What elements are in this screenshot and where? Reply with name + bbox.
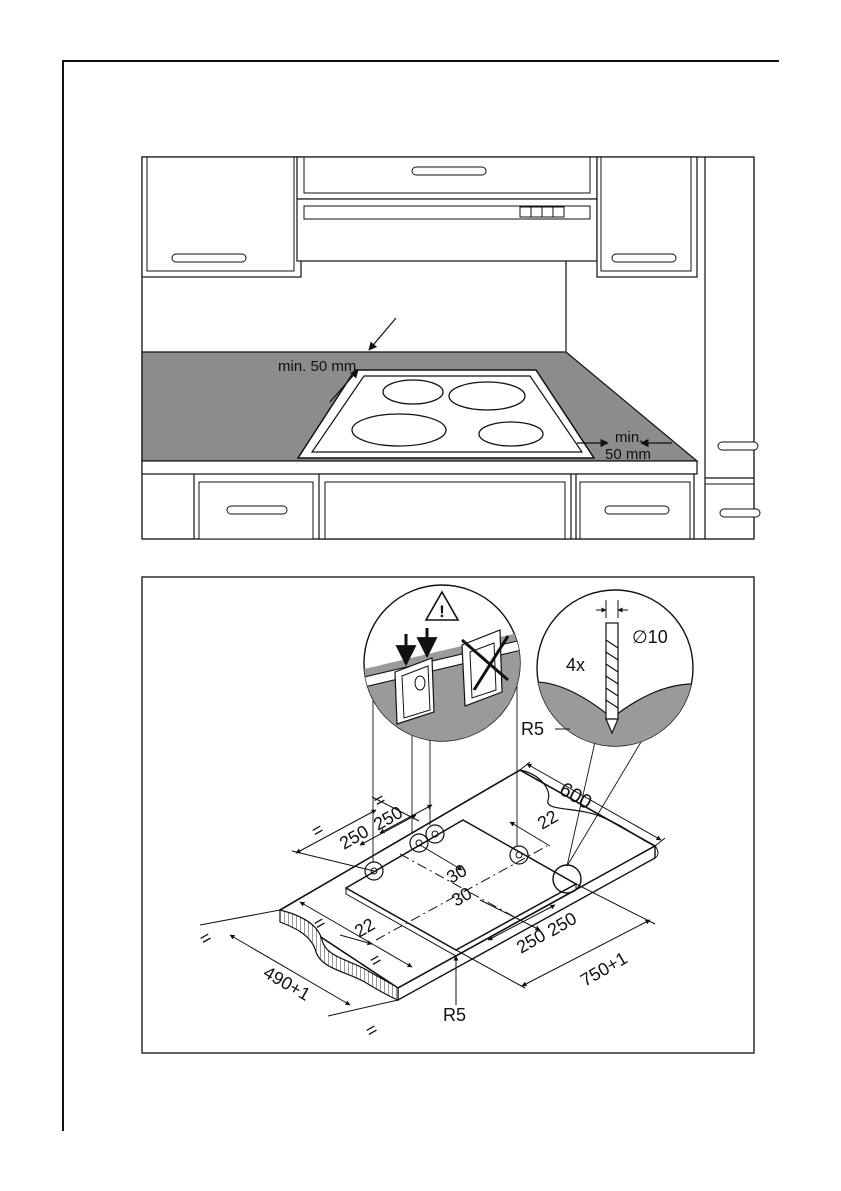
min-side-label-line2: 50 mm <box>605 446 651 463</box>
min-side-label-line1: min. <box>615 429 643 446</box>
min-depth-label: min. 50 mm <box>278 358 356 375</box>
cutout-figure: ! 4x ∅10 R5 R5 600 22 22 3 <box>142 577 754 1053</box>
count-label: 4x <box>566 655 585 675</box>
cooking-zone <box>383 380 443 404</box>
upper-right-cabinet <box>597 157 697 277</box>
radius-label-top: R5 <box>521 719 544 739</box>
radius-label-bottom: R5 <box>443 1005 466 1025</box>
base-cabinets <box>194 474 694 539</box>
diameter-label: ∅10 <box>632 627 668 647</box>
upper-left-cabinet <box>142 157 301 277</box>
cooking-zone <box>479 422 543 446</box>
cooking-zone <box>449 382 525 410</box>
cooker-hood <box>297 157 597 261</box>
cooking-zone <box>352 414 446 446</box>
warning-icon-mark: ! <box>439 602 445 621</box>
kitchen-figure: min. 50 mm min. 50 mm <box>142 157 760 539</box>
